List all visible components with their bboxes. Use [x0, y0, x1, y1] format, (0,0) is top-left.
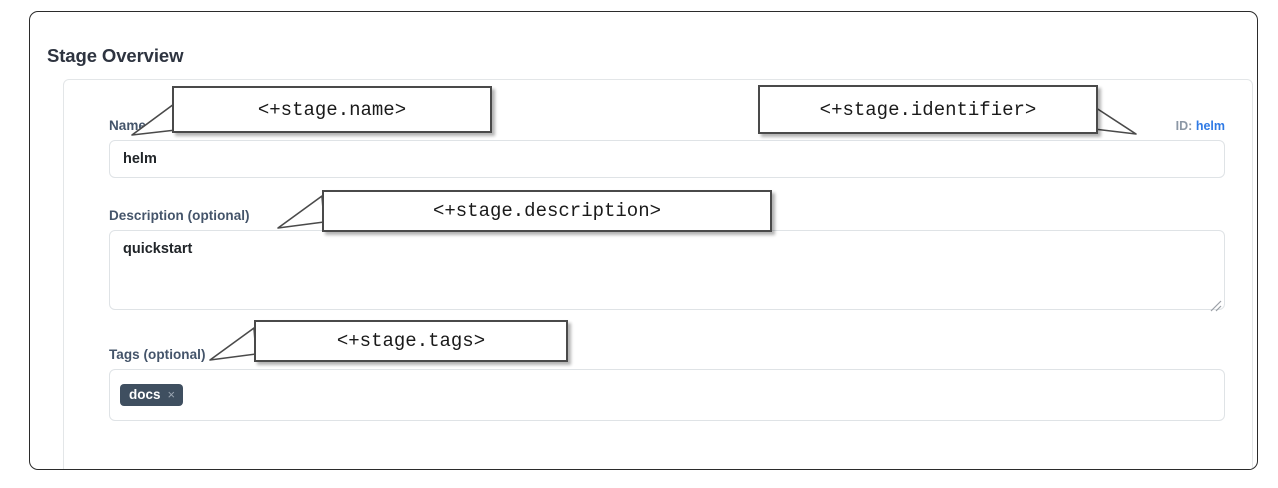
- callout-stage-name: <+stage.name>: [172, 86, 492, 133]
- stage-overview-panel: Stage Overview Name ID: helm Description…: [29, 11, 1258, 470]
- callout-stage-description-text: <+stage.description>: [432, 200, 662, 222]
- name-field-group: Name ID: helm: [109, 118, 1225, 178]
- callout-stage-tags-text: <+stage.tags>: [336, 330, 486, 352]
- callout-stage-name-text: <+stage.name>: [257, 98, 407, 121]
- description-textarea[interactable]: [109, 230, 1225, 310]
- callout-stage-description: <+stage.description>: [322, 190, 772, 232]
- tags-field-group: Tags (optional) docs ×: [109, 346, 1225, 421]
- tag-chip-docs[interactable]: docs ×: [120, 383, 184, 407]
- callout-stage-tags: <+stage.tags>: [254, 320, 568, 362]
- tag-chip-label: docs: [129, 386, 161, 402]
- page-title: Stage Overview: [47, 45, 184, 66]
- tags-input[interactable]: docs ×: [109, 369, 1225, 421]
- stage-id-note: ID: helm: [1176, 119, 1225, 133]
- close-icon[interactable]: ×: [167, 387, 176, 402]
- stage-id-value[interactable]: helm: [1195, 119, 1225, 133]
- callout-stage-identifier-text: <+stage.identifier>: [819, 98, 1037, 121]
- description-field-label: Description (optional): [109, 208, 250, 223]
- description-field-group: Description (optional): [109, 207, 1225, 315]
- stage-overview-card: Name ID: helm Description (optional): [63, 79, 1253, 469]
- name-input[interactable]: [109, 140, 1225, 178]
- stage-id-prefix: ID:: [1175, 119, 1193, 133]
- tags-field-label: Tags (optional): [109, 347, 206, 362]
- name-field-label: Name: [109, 118, 146, 133]
- callout-stage-identifier: <+stage.identifier>: [758, 85, 1098, 134]
